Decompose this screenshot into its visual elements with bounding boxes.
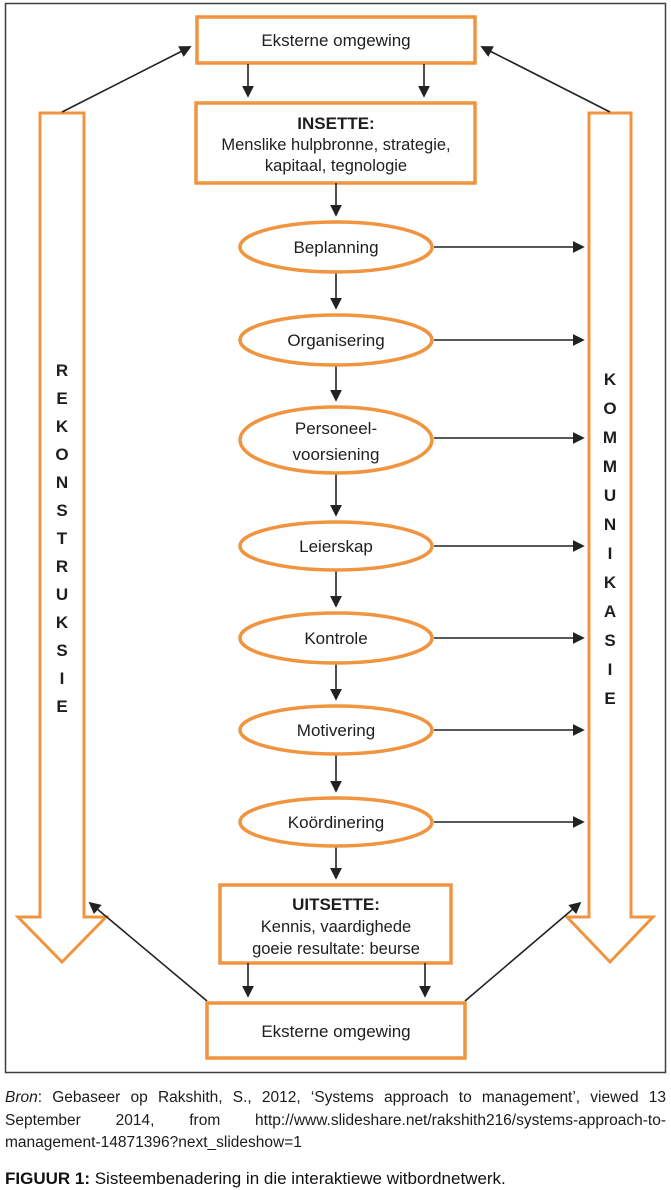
- uitsette-title: UITSETTE:: [292, 895, 380, 914]
- vertical-letter: U: [603, 486, 617, 505]
- kontrole-label: Kontrole: [304, 629, 367, 648]
- motivering-label: Motivering: [297, 721, 375, 740]
- figure-label: FIGUUR 1:: [5, 1168, 90, 1188]
- vertical-letter: K: [55, 417, 69, 436]
- uitsette-line-1: Kennis, vaardighede: [261, 918, 411, 936]
- rekonstruksie-block-arrow: [14, 111, 110, 965]
- insette-box: [194, 101, 477, 185]
- vertical-letter: A: [603, 602, 617, 621]
- systems-approach-diagram: Eksterne omgewing INSETTE: Menslike hulp…: [4, 2, 667, 1074]
- external-env-top-label: Eksterne omgewing: [261, 31, 410, 50]
- uitsette-box: [218, 883, 453, 965]
- vertical-letter: O: [603, 399, 617, 418]
- vertical-letter: R: [55, 557, 69, 576]
- figure-border: [4, 2, 667, 1074]
- vertical-letter: I: [607, 660, 613, 679]
- arrow-kommunikasie-to-env-top: [480, 46, 611, 113]
- organisering-ellipse: [238, 313, 434, 367]
- arrow-rekonstruksie-to-env-top: [61, 46, 192, 113]
- koordinering-ellipse: [238, 796, 434, 848]
- beplanning-ellipse: [238, 220, 434, 274]
- vertical-letter: U: [55, 585, 69, 604]
- arrow-env-bottom-to-rekonstruksie: [88, 901, 208, 1002]
- vertical-letter: O: [55, 445, 69, 464]
- vertical-letter: I: [607, 544, 613, 563]
- kommunikasie-block-arrow: [563, 111, 657, 965]
- leierskap-ellipse: [238, 520, 434, 572]
- insette-line-2: kapitaal, tegnologie: [265, 157, 407, 175]
- source-label: Bron: [5, 1089, 38, 1106]
- vertical-letter: E: [604, 689, 616, 708]
- vertical-letter: K: [603, 573, 617, 592]
- vertical-letter: E: [56, 389, 68, 408]
- vertical-letter: K: [603, 370, 617, 389]
- beplanning-label: Beplanning: [293, 238, 378, 257]
- diagram-canvas: Eksterne omgewing INSETTE: Menslike hulp…: [4, 2, 667, 1074]
- vertical-letter: S: [604, 631, 616, 650]
- vertical-letter: E: [56, 697, 68, 716]
- vertical-letter: I: [59, 669, 65, 688]
- vertical-letter: S: [56, 501, 68, 520]
- koordinering-label: Koördinering: [288, 813, 384, 832]
- vertical-letter: R: [55, 361, 69, 380]
- uitsette-line-2: goeie resultate: beurse: [252, 940, 420, 958]
- vertical-letter: N: [55, 473, 69, 492]
- vertical-letter: K: [55, 613, 69, 632]
- external-env-bottom-box: [205, 1001, 467, 1060]
- leierskap-label: Leierskap: [299, 537, 373, 556]
- insette-title: INSETTE:: [297, 114, 374, 133]
- personeelvoorsiening-ellipse: [238, 405, 434, 475]
- vertical-letter: M: [602, 457, 618, 476]
- organisering-label: Organisering: [287, 331, 384, 350]
- vertical-letter: T: [56, 529, 68, 548]
- personeelvoorsiening-label-1: Personeel-: [295, 419, 377, 438]
- vertical-letter: M: [602, 428, 618, 447]
- figure-title-paragraph: FIGUUR 1: Sisteembenadering in die inter…: [5, 1168, 666, 1190]
- vertical-letter: S: [56, 641, 68, 660]
- personeelvoorsiening-label-2: voorsiening: [293, 445, 380, 464]
- insette-line-1: Menslike hulpbronne, strategie,: [221, 136, 450, 154]
- vertical-letter: N: [603, 515, 617, 534]
- figure-title-text: Sisteembenadering in die interaktiewe wi…: [90, 1168, 506, 1188]
- source-text: : Gebaseer op Rakshith, S., 2012, ‘Syste…: [5, 1089, 666, 1151]
- kontrole-ellipse: [238, 611, 434, 665]
- arrow-env-bottom-to-kommunikasie: [464, 901, 582, 1002]
- motivering-ellipse: [238, 704, 434, 756]
- external-env-top-box: [195, 15, 477, 65]
- external-env-bottom-label: Eksterne omgewing: [261, 1022, 410, 1041]
- figure-caption-block: Bron: Gebaseer op Rakshith, S., 2012, ‘S…: [5, 1087, 666, 1190]
- source-paragraph: Bron: Gebaseer op Rakshith, S., 2012, ‘S…: [5, 1087, 666, 1155]
